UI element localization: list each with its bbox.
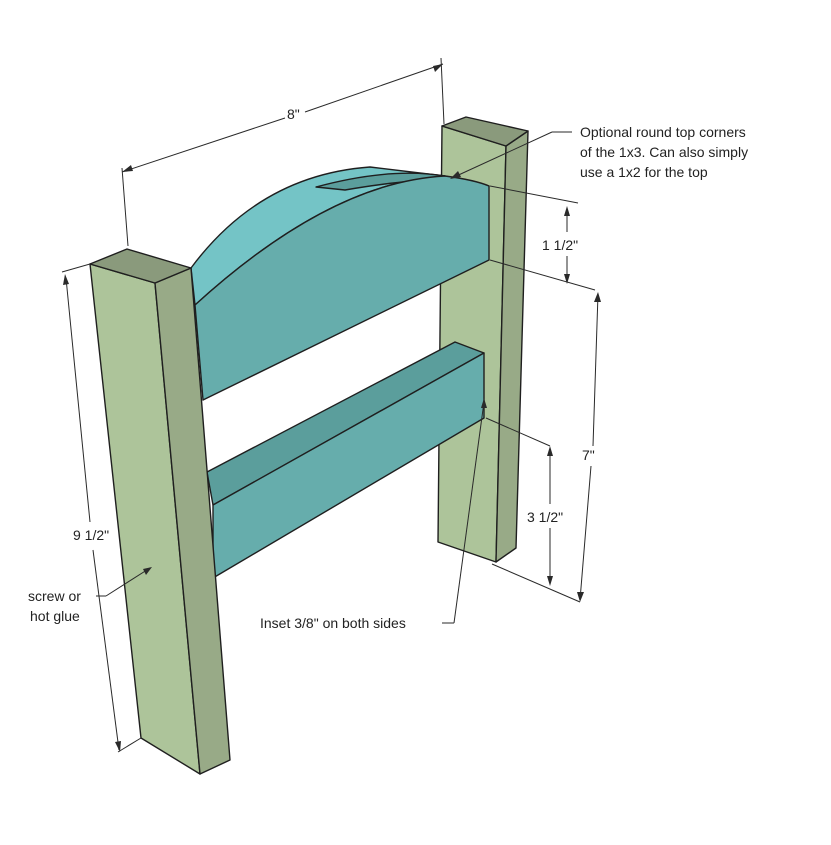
fastener-line-1: screw or xyxy=(28,588,81,604)
fastener-callout: screw or hot glue xyxy=(28,567,152,624)
post-height-label: 9 1/2" xyxy=(73,527,109,543)
round-corners-callout: Optional round top corners of the 1x3. C… xyxy=(450,124,748,180)
rail-span-dimension: 7" xyxy=(491,292,601,603)
width-dimension-label: 8" xyxy=(287,106,300,122)
lower-gap-dimension: 3 1/2" xyxy=(485,417,563,586)
front-post-top-face xyxy=(89,248,192,284)
inset-label: Inset 3/8" on both sides xyxy=(260,615,406,631)
round-corners-line-2: of the 1x3. Can also simply xyxy=(580,144,748,160)
top-rail-height-label: 1 1/2" xyxy=(542,237,578,253)
lower-gap-label: 3 1/2" xyxy=(527,509,563,525)
post-height-dimension: 9 1/2" xyxy=(61,263,142,753)
inset-callout: Inset 3/8" on both sides xyxy=(260,398,487,631)
rail-span-label: 7" xyxy=(582,447,595,463)
front-post xyxy=(89,248,231,775)
width-dimension: 8" xyxy=(121,57,445,247)
top-rail-height-dimension: 1 1/2" xyxy=(489,185,596,291)
top-rail-front-face xyxy=(194,175,490,401)
back-post-top-face xyxy=(441,116,529,147)
round-corners-line-3: use a 1x2 for the top xyxy=(580,164,708,180)
fastener-line-2: hot glue xyxy=(30,608,80,624)
round-corners-line-1: Optional round top corners xyxy=(580,124,746,140)
top-rail xyxy=(190,166,490,401)
